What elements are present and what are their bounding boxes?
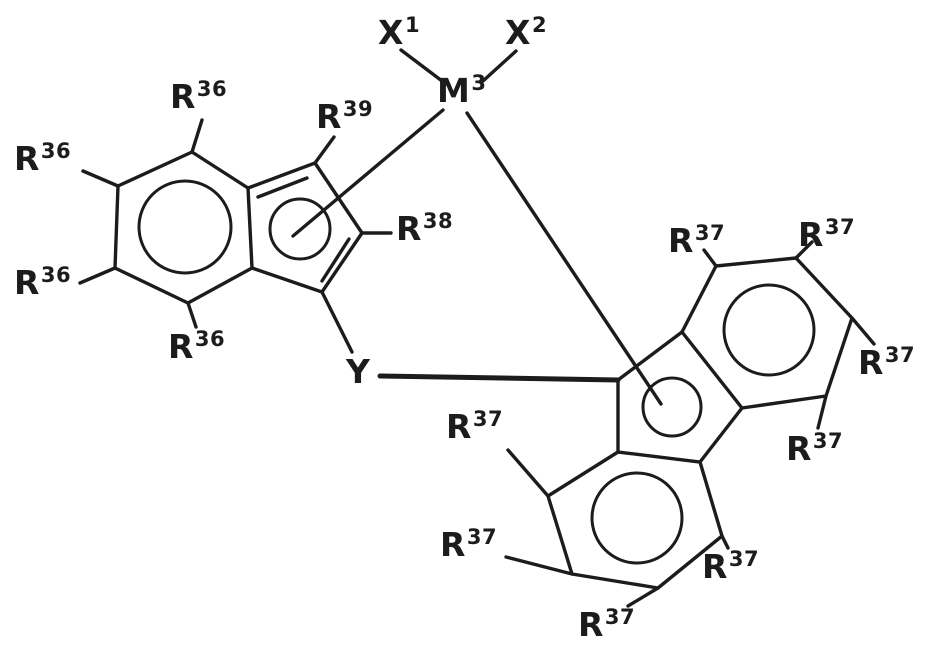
label-r36-base: R [170,77,196,116]
label-r37-sup: 37 [604,605,636,629]
label-r37-sup: 37 [812,429,844,453]
label-r37-sup: 37 [472,407,504,431]
label-r39: R39 [316,97,374,136]
label-m3-base: M [437,71,471,110]
label-r37-base: R [578,605,604,644]
label-r36-sup: 36 [40,263,72,287]
label-r36-base: R [14,263,40,302]
bond-r37-upper-right [850,316,876,346]
cp-inner-double-bond-right [320,237,351,283]
label-r39-base: R [316,97,342,136]
label-r36-base: R [14,139,40,178]
label-r37-lower-bottom: R37 [578,605,636,644]
label-r36-lower-left: R36 [14,263,72,302]
label-r37-lower-topleft: R37 [446,407,504,446]
bond-r39 [313,135,336,165]
label-r37-sup: 37 [466,525,498,549]
bond-r36-top [190,118,204,154]
bond-r37-lower-bottom [626,586,660,608]
label-r37-sup: 37 [884,343,916,367]
bond-r37-lower-topleft [506,448,550,498]
label-r36-top: R36 [170,77,228,116]
label-r38-base: R [396,209,422,248]
label-r37-base: R [786,429,812,468]
bond-y-fluorenyl [377,373,621,383]
bond-r37-upper-bottom [816,394,828,430]
label-x1-base: X [378,13,404,52]
label-x1-sup: 1 [404,13,421,37]
label-r37-lower-left: R37 [440,525,498,564]
label-r37-base: R [668,221,694,260]
label-r36-bottom: R36 [168,327,226,366]
bond-r37-lower-right [720,534,730,550]
fluorenyl-cp-ring [616,330,744,464]
indenyl-group [78,118,393,354]
label-r37-lower-right: R37 [702,547,760,586]
bond-x1-m3 [399,48,448,86]
label-x1: X1 [378,13,421,52]
cp-inner-double-bond-top [256,176,309,199]
metal-coordination-bonds [291,48,663,406]
bond-r37-lower-left [504,555,574,576]
fluorenyl-cp-aromatic-circle [641,376,703,438]
label-r36-upper-left: R36 [14,139,72,178]
label-x2: X2 [505,13,548,52]
label-x2-base: X [505,13,531,52]
fluorenyl-upper-aromatic-circle [722,283,816,377]
label-r37-base: R [858,343,884,382]
label-r36-sup: 36 [40,139,72,163]
label-m3: M3 [437,71,487,110]
indenyl-cp-aromatic-circle [268,197,332,261]
label-r36-sup: 36 [194,327,226,351]
bond-r36-bottom [186,301,198,329]
bond-r37-upper-topleft [702,248,718,268]
label-r37-sup: 37 [824,215,856,239]
label-r37-sup: 37 [728,547,760,571]
label-r37-upper-bottom: R37 [786,429,844,468]
fluorenyl-upper-benzene-ring [680,256,854,410]
label-r37-base: R [440,525,466,564]
label-x2-sup: 2 [531,13,548,37]
label-m3-sup: 3 [471,71,487,95]
fluorenyl-group [504,240,876,608]
label-r38-sup: 38 [422,209,454,233]
label-r36-base: R [168,327,194,366]
label-y: Y [346,355,370,388]
indenyl-benzene-aromatic-circle [137,179,233,275]
label-r37-upper-topleft: R37 [668,221,726,260]
bridge-bonds [377,373,621,383]
label-r37-upper-right: R37 [858,343,916,382]
bond-r36-lower-left [78,266,117,285]
bond-r36-upper-left [81,169,120,188]
label-r37-sup: 37 [694,221,726,245]
label-r37-base: R [446,407,472,446]
label-r39-sup: 39 [342,97,374,121]
label-y-base: Y [346,352,371,391]
bond-m3-fluorenyl [465,111,663,406]
label-r37-base: R [798,215,824,254]
bond-r37-upper-topright [794,240,814,260]
label-r36-sup: 36 [196,77,228,101]
bond-m3-indenyl [291,108,445,238]
fluorenyl-lower-aromatic-circle [590,471,684,565]
bond-x2-m3 [481,49,518,83]
bond-cp-to-y [320,290,354,354]
label-r37-upper-topright: R37 [798,215,856,254]
fluorenyl-lower-benzene-ring [546,450,724,590]
label-r38: R38 [396,209,454,248]
label-r37-base: R [702,547,728,586]
